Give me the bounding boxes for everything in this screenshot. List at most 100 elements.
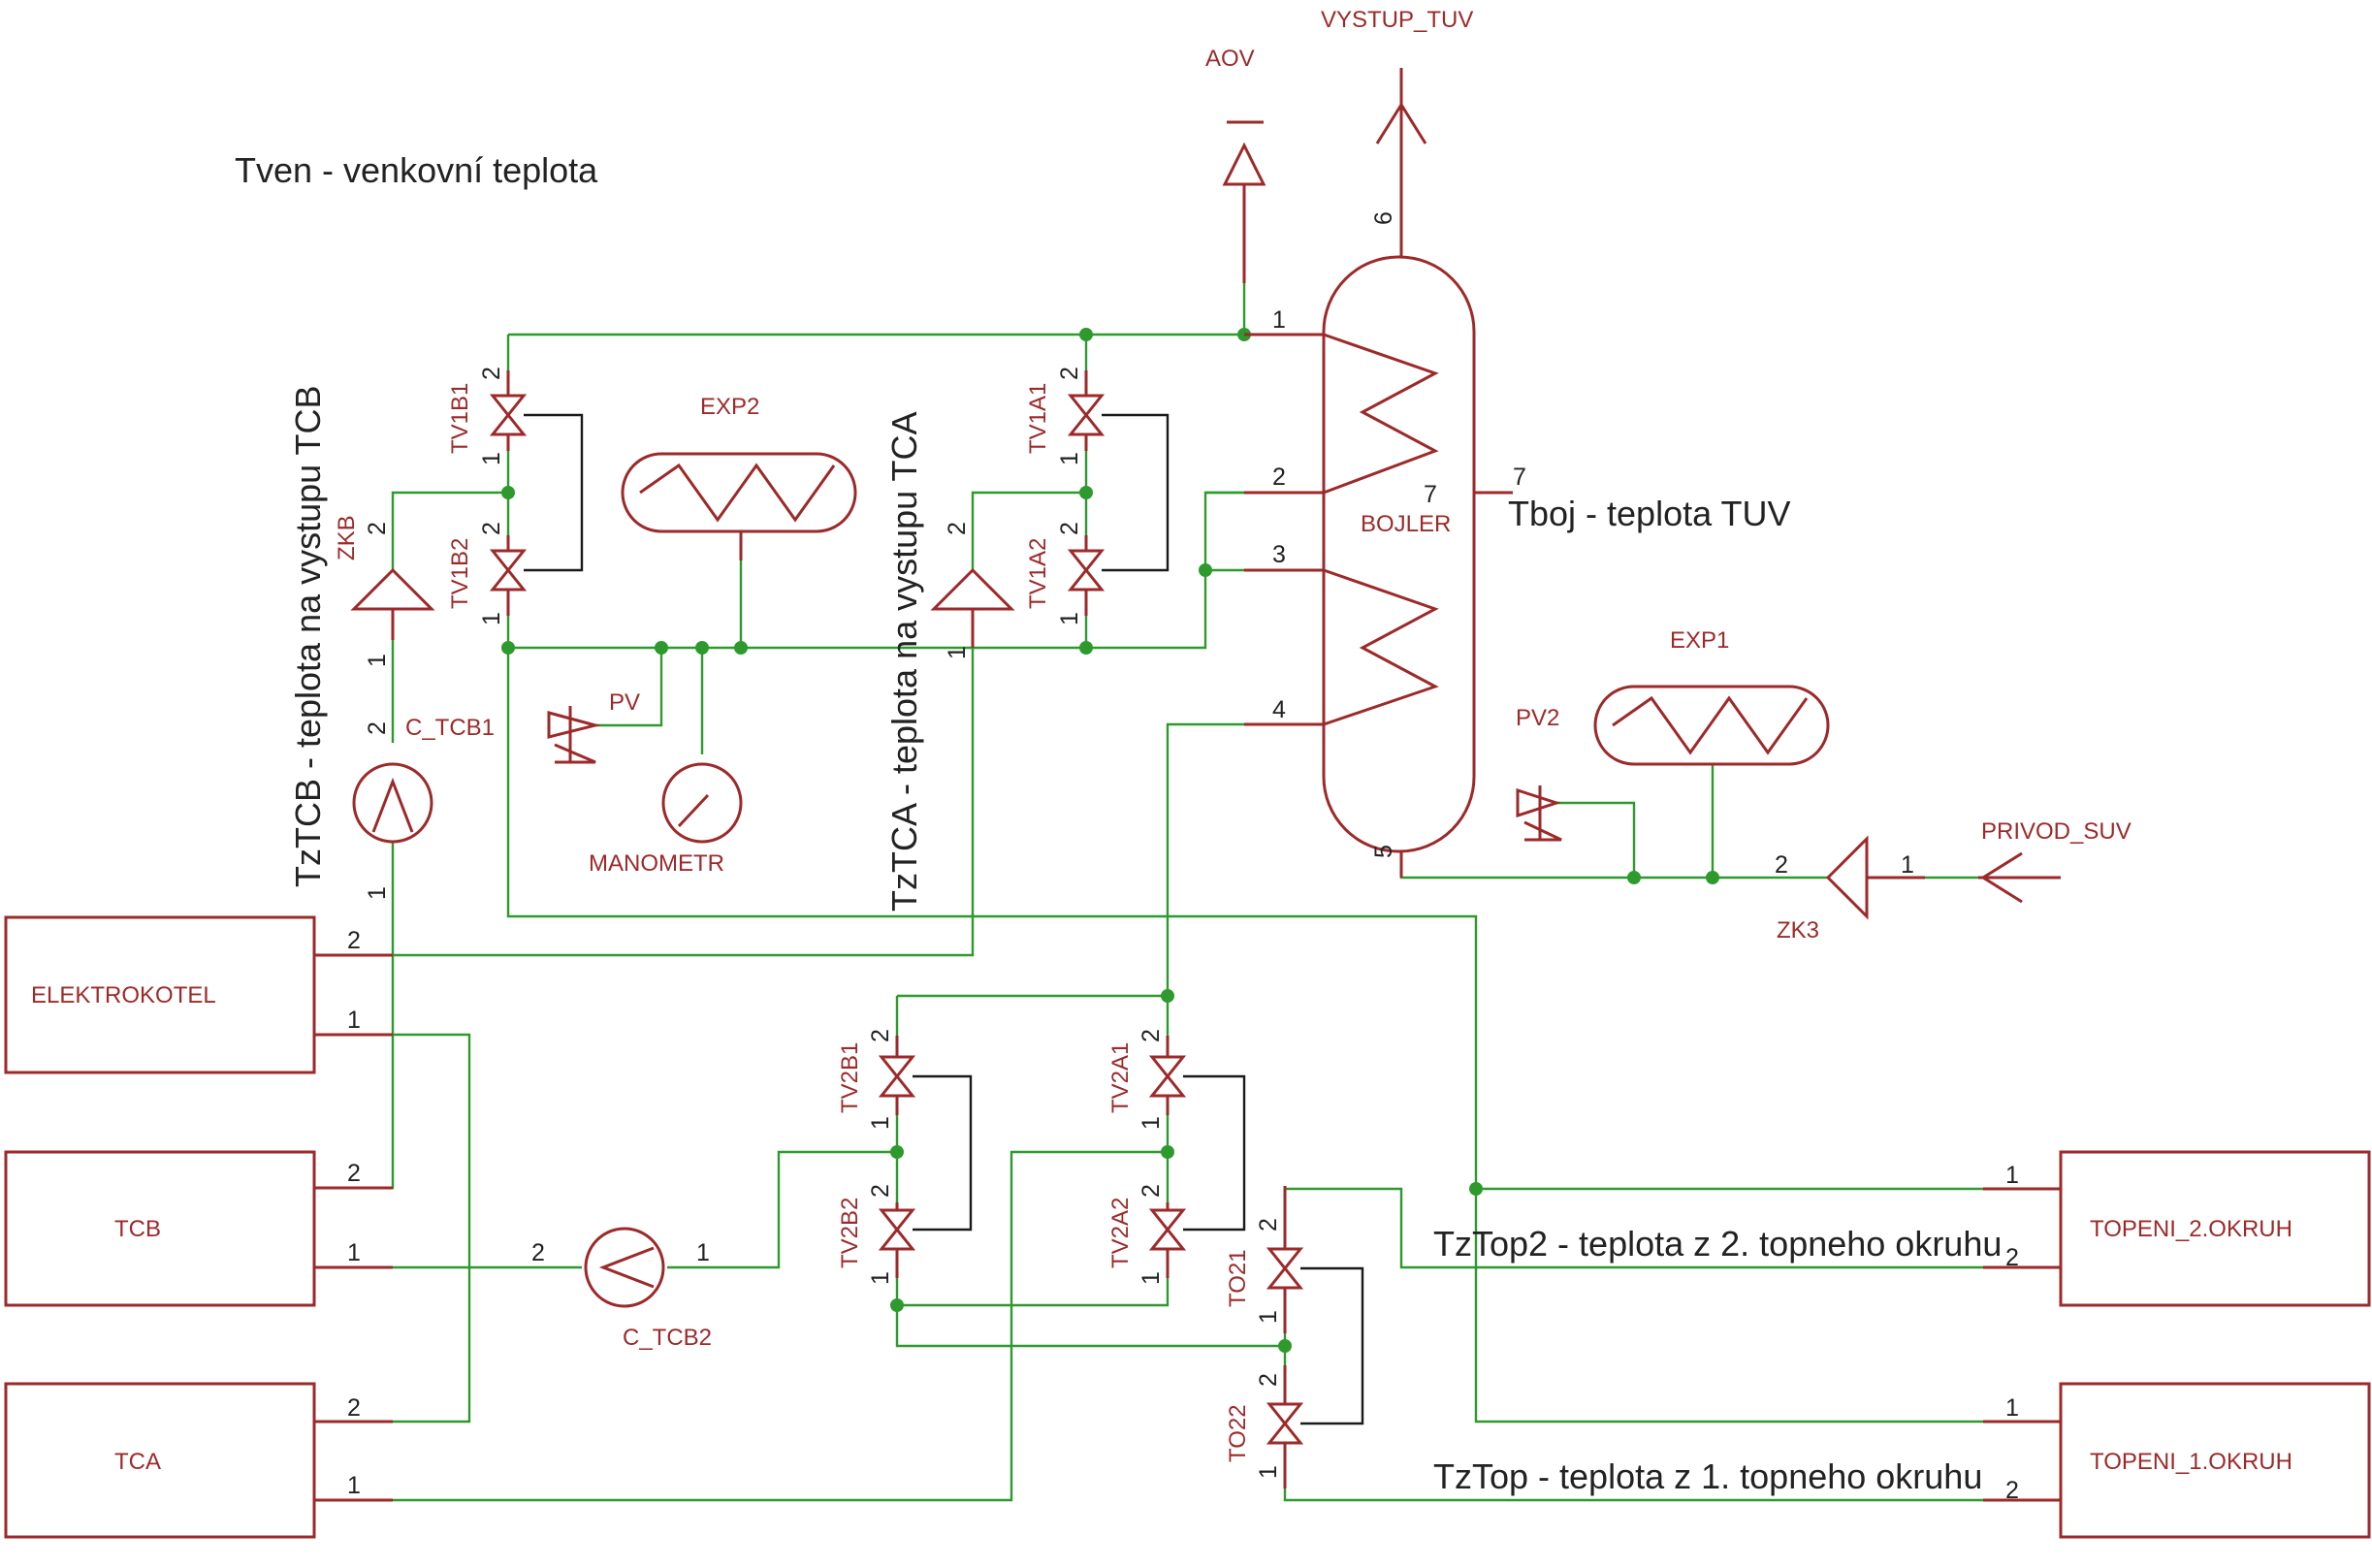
c-tcb1-pump xyxy=(352,762,433,844)
bojler-tank xyxy=(1244,255,1513,878)
svg-text:4: 4 xyxy=(1272,696,1286,723)
svg-text:2: 2 xyxy=(347,1160,361,1187)
svg-text:2: 2 xyxy=(1056,522,1083,535)
svg-text:1: 1 xyxy=(696,1239,710,1266)
right-units xyxy=(1983,1150,2371,1539)
label-tcb: TCB xyxy=(114,1216,161,1242)
pv2-valve xyxy=(1516,785,1562,842)
svg-text:5: 5 xyxy=(1370,845,1397,858)
svg-text:1: 1 xyxy=(478,612,505,625)
svg-text:1: 1 xyxy=(1255,1465,1282,1479)
label-to22: TO22 xyxy=(1225,1404,1251,1462)
svg-text:1: 1 xyxy=(347,1007,361,1034)
svg-text:2: 2 xyxy=(478,522,505,535)
tv2a-valves xyxy=(1148,1036,1246,1278)
svg-text:2: 2 xyxy=(1255,1218,1282,1232)
privod-arrow xyxy=(1978,851,2061,904)
exp1-tank xyxy=(1593,685,1830,766)
label-topeni1: TOPENI_1.OKRUH xyxy=(2090,1449,2292,1475)
label-topeni2: TOPENI_2.OKRUH xyxy=(2090,1216,2292,1242)
zk3-check xyxy=(1825,835,1925,920)
label-tca: TCA xyxy=(114,1449,161,1475)
label-tv2a1: TV2A1 xyxy=(1107,1042,1134,1113)
svg-text:2: 2 xyxy=(867,1184,894,1198)
svg-text:1: 1 xyxy=(364,886,391,900)
svg-text:1: 1 xyxy=(364,654,391,667)
svg-text:3: 3 xyxy=(1272,541,1286,568)
svg-text:2: 2 xyxy=(1138,1029,1165,1042)
vystup-arrow xyxy=(1375,68,1427,257)
svg-text:2: 2 xyxy=(347,1394,361,1422)
label-pv: PV xyxy=(609,689,640,716)
label-tv1b2: TV1B2 xyxy=(447,538,473,609)
label-pv2: PV2 xyxy=(1516,705,1559,731)
svg-text:1: 1 xyxy=(1901,851,1914,879)
label-tv1a1: TV1A1 xyxy=(1025,383,1051,454)
svg-text:2: 2 xyxy=(2005,1477,2019,1504)
label-tv2b1: TV2B1 xyxy=(837,1042,863,1113)
svg-text:2: 2 xyxy=(2005,1244,2019,1271)
label-c-tcb1: C_TCB1 xyxy=(405,715,495,741)
label-tv1b1: TV1B1 xyxy=(447,383,473,454)
tv2b-valves xyxy=(878,1036,973,1278)
svg-text:2: 2 xyxy=(867,1029,894,1042)
label-privod: PRIVOD_SUV xyxy=(1981,818,2132,845)
c-tcb2-pump xyxy=(584,1227,665,1308)
svg-text:2: 2 xyxy=(364,721,391,735)
svg-text:2: 2 xyxy=(1056,367,1083,380)
svg-text:2: 2 xyxy=(364,522,391,535)
label-exp1: EXP1 xyxy=(1670,627,1729,654)
label-zkb: ZKB xyxy=(334,515,360,560)
label-exp2: EXP2 xyxy=(700,394,759,420)
label-vystup: VYSTUP_TUV xyxy=(1321,7,1473,33)
tv1b-valves xyxy=(489,370,584,616)
svg-text:7: 7 xyxy=(1424,481,1437,508)
label-zk3: ZK3 xyxy=(1777,917,1819,944)
svg-text:1: 1 xyxy=(867,1116,894,1130)
to2-valves xyxy=(1266,1186,1364,1488)
svg-text:1: 1 xyxy=(867,1271,894,1285)
note-tztop: TzTop - teplota z 1. topneho okruhu xyxy=(1433,1456,1982,1496)
svg-text:2: 2 xyxy=(347,927,361,954)
svg-text:2: 2 xyxy=(1138,1184,1165,1198)
svg-text:2: 2 xyxy=(1255,1373,1282,1387)
label-aov: AOV xyxy=(1205,46,1255,72)
svg-text:6: 6 xyxy=(1370,211,1397,225)
note-tztca: TzTCA - teplota na vystupu TCA xyxy=(884,411,924,912)
tzca-check xyxy=(930,567,1015,648)
pin-numbers: 1 2 3 4 7 7 6 5 2 1 2 1 2 1 2 1 2 1 2 1 … xyxy=(347,211,2019,1504)
svg-text:2: 2 xyxy=(1272,464,1286,491)
label-tv1a2: TV1A2 xyxy=(1025,538,1051,609)
svg-text:1: 1 xyxy=(1255,1310,1282,1324)
svg-text:1: 1 xyxy=(1138,1271,1165,1285)
svg-text:1: 1 xyxy=(478,452,505,465)
tv1a-valves xyxy=(1067,370,1170,616)
note-tboj: Tboj - teplota TUV xyxy=(1508,494,1790,533)
note-tztop2: TzTop2 - teplota z 2. topneho okruhu xyxy=(1433,1224,2002,1264)
pv-valve xyxy=(547,706,601,764)
svg-text:1: 1 xyxy=(347,1239,361,1266)
label-tv2b2: TV2B2 xyxy=(837,1198,863,1268)
note-tztcb: TzTCB - teplota na vystupu TCB xyxy=(288,385,328,887)
svg-text:1: 1 xyxy=(2005,1394,2019,1422)
exp2-tank xyxy=(621,452,857,560)
svg-text:1: 1 xyxy=(1056,452,1083,465)
svg-text:1: 1 xyxy=(2005,1162,2019,1189)
svg-text:1: 1 xyxy=(347,1472,361,1499)
label-c-tcb2: C_TCB2 xyxy=(623,1325,712,1351)
svg-text:1: 1 xyxy=(1056,612,1083,625)
label-bojler: BOJLER xyxy=(1361,511,1451,537)
svg-text:1: 1 xyxy=(1138,1116,1165,1130)
aov-valve xyxy=(1222,120,1266,283)
label-tv2a2: TV2A2 xyxy=(1107,1198,1134,1268)
svg-text:7: 7 xyxy=(1513,464,1526,491)
svg-text:1: 1 xyxy=(944,646,971,659)
label-manometr: MANOMETR xyxy=(589,850,724,877)
svg-text:2: 2 xyxy=(944,522,971,535)
svg-text:2: 2 xyxy=(1775,851,1788,879)
left-units xyxy=(4,915,393,1539)
note-tven: Tven - venkovní teplota xyxy=(235,150,598,190)
svg-text:2: 2 xyxy=(478,367,505,380)
svg-text:1: 1 xyxy=(1272,306,1286,334)
